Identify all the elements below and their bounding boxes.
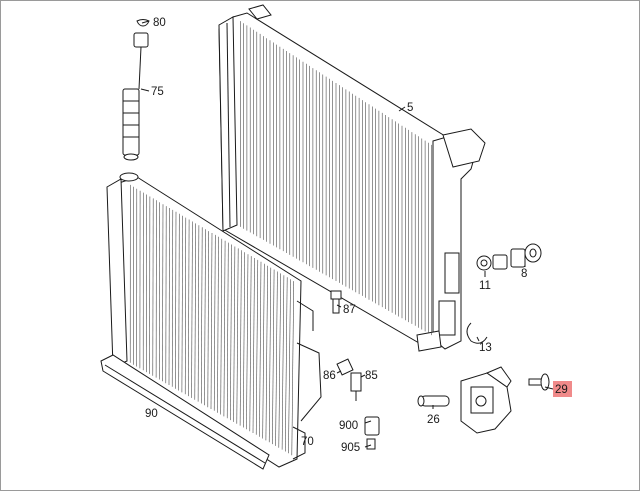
fitting-8[interactable] — [511, 244, 541, 267]
plug-905[interactable] — [367, 439, 375, 449]
callout-13[interactable]: 13 — [479, 342, 492, 354]
callout-86[interactable]: 86 — [323, 370, 336, 382]
connector-900[interactable] — [365, 417, 379, 435]
callout-85[interactable]: 85 — [365, 370, 378, 382]
clip-13[interactable] — [467, 323, 487, 343]
callout-8[interactable]: 8 — [521, 268, 527, 280]
callout-905[interactable]: 905 — [341, 442, 360, 454]
callout-70[interactable]: 70 — [301, 436, 314, 448]
pin-26[interactable] — [418, 396, 449, 406]
fitting-11[interactable] — [477, 255, 507, 270]
mounting-bracket[interactable] — [461, 367, 511, 433]
callout-11[interactable]: 11 — [479, 280, 491, 292]
callout-29[interactable]: 29 — [555, 384, 568, 396]
callout-87[interactable]: 87 — [343, 304, 356, 316]
callout-26[interactable]: 26 — [427, 414, 440, 426]
callout-90[interactable]: 90 — [145, 408, 158, 420]
pressure-sensor[interactable] — [337, 359, 361, 401]
callout-80[interactable]: 80 — [153, 17, 166, 29]
callout-75[interactable]: 75 — [151, 86, 164, 98]
bolt-87[interactable] — [331, 291, 341, 313]
callout-900[interactable]: 900 — [339, 420, 358, 432]
callout-5[interactable]: 5 — [407, 102, 413, 114]
